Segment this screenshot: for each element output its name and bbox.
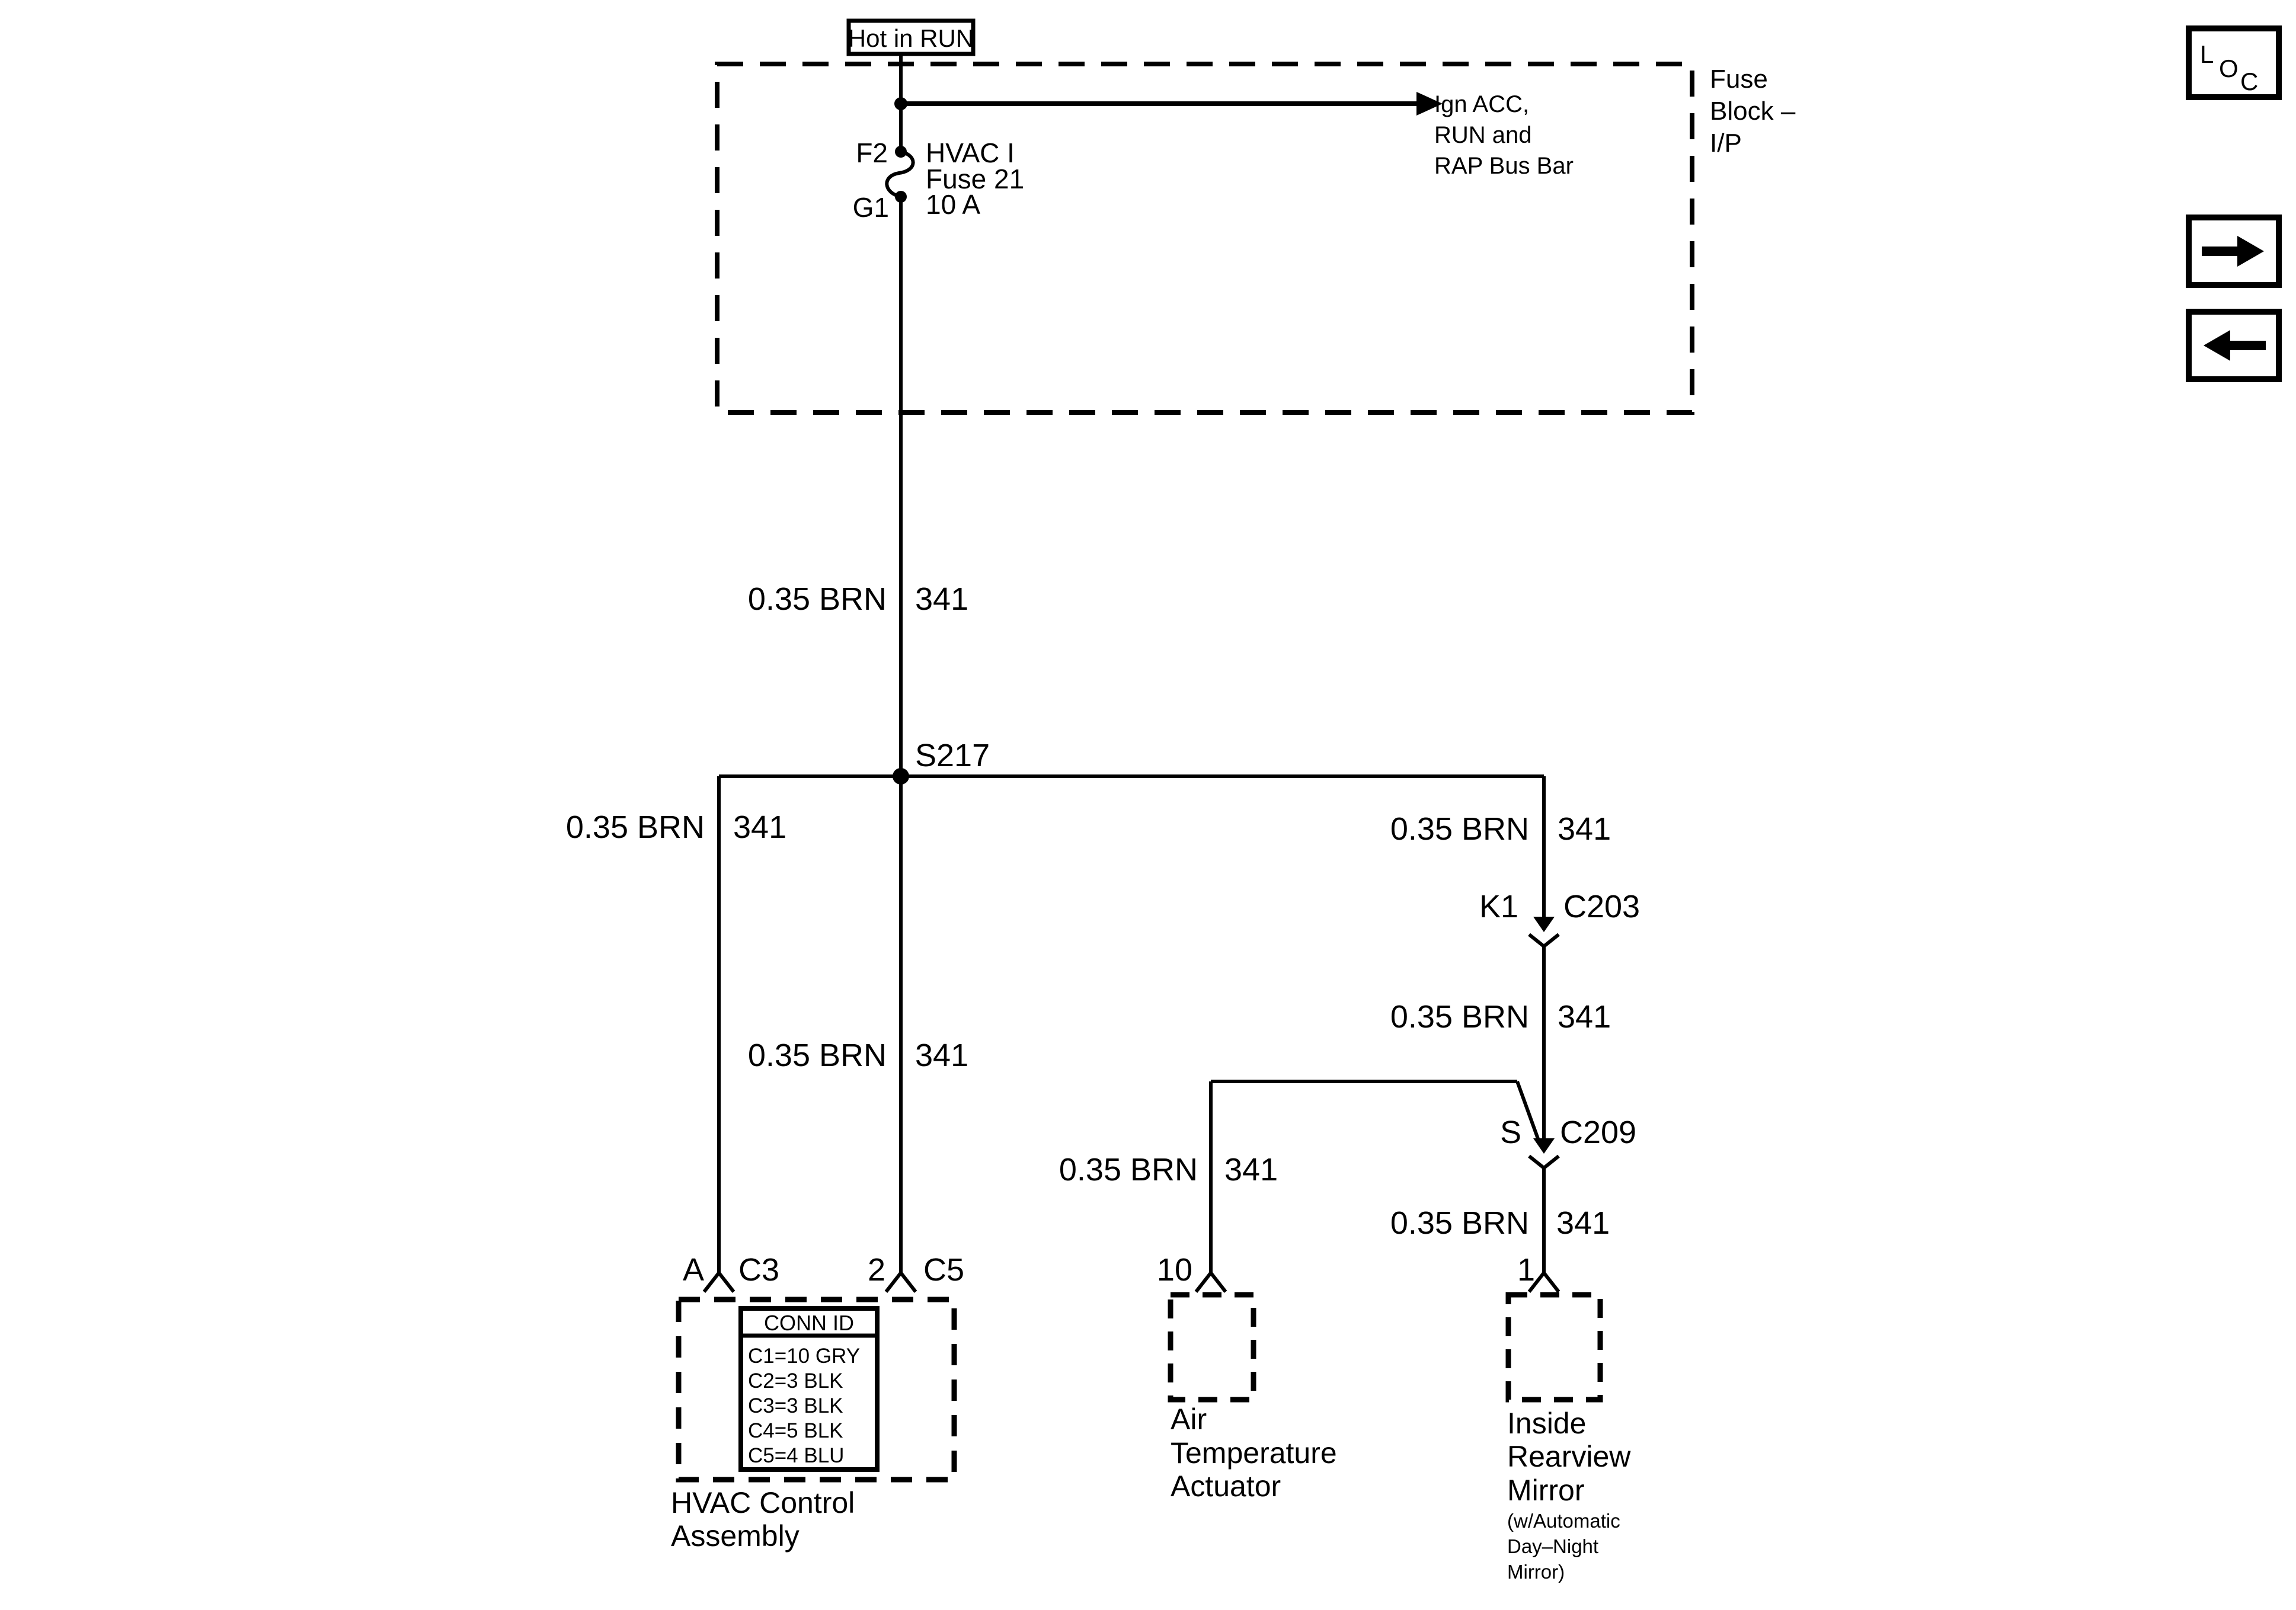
fuse-terminal-f2-label: F2 — [856, 137, 888, 168]
conn-id-row-4: C4=5 BLK — [748, 1419, 843, 1442]
conn-id-row-1: C1=10 GRY — [748, 1345, 860, 1368]
mirror-name-line1: Inside — [1507, 1407, 1586, 1440]
connector-c203-id-label: C203 — [1563, 889, 1640, 924]
connector-c203-terminal-label: K1 — [1479, 889, 1518, 924]
fuse-id-label: Fuse 21 — [926, 164, 1024, 194]
mirror-name-line3: Mirror — [1507, 1474, 1585, 1507]
power-source-label: Hot in RUN — [848, 24, 974, 52]
wire-right-upper-circuit-label: 341 — [1558, 811, 1611, 847]
conn-id-row-3: C3=3 BLK — [748, 1394, 843, 1417]
actuator-dashed-box — [1168, 1292, 1256, 1403]
fuse-name-label: HVAC I — [926, 137, 1015, 168]
previous-page-button[interactable] — [2186, 309, 2282, 382]
previous-page-button-frame[interactable] — [2186, 309, 2282, 382]
wire-mirror-circuit-label: 341 — [1556, 1205, 1610, 1241]
wire-center-circuit-label: 341 — [915, 1038, 968, 1073]
hvac-pin-2-label: 2 — [868, 1252, 885, 1288]
hvac-conn-a-label: C3 — [738, 1252, 779, 1288]
next-page-button[interactable] — [2186, 215, 2282, 288]
wire-right-mid-gauge-label: 0.35 BRN — [1390, 999, 1529, 1035]
connector-c209-arrow-icon — [1533, 1138, 1555, 1154]
pin-fork-mirror-icon — [1527, 1270, 1560, 1293]
conn-id-header: CONN ID — [764, 1311, 854, 1335]
wire-branch-gauge-label: 0.35 BRN — [1059, 1152, 1198, 1188]
fuse-block-dashed-box — [715, 62, 1694, 415]
mirror-pin-label: 1 — [1517, 1252, 1535, 1288]
mirror-dashed-box — [1505, 1292, 1603, 1403]
actuator-name-line3: Actuator — [1171, 1470, 1281, 1503]
mirror-name-line2: Rearview — [1507, 1440, 1631, 1473]
hvac-name-line1: HVAC Control — [671, 1486, 855, 1519]
wire-mirror-gauge-label: 0.35 BRN — [1390, 1205, 1529, 1241]
conn-id-table-box — [738, 1306, 880, 1472]
mirror-sub-line1: (w/Automatic — [1507, 1510, 1620, 1532]
fuse-terminal-g1-label: G1 — [853, 192, 889, 223]
bus-label-line2: RUN and — [1434, 122, 1532, 148]
wire-center-gauge-label: 0.35 BRN — [748, 1038, 887, 1073]
fuse-rating-label: 10 A — [926, 189, 980, 220]
wire-left-gauge-label: 0.35 BRN — [566, 809, 705, 845]
loc-letter-l: L — [2200, 40, 2214, 68]
hvac-conn-2-label: C5 — [923, 1252, 964, 1288]
power-source-box — [846, 18, 976, 56]
connector-c209-id-label: C209 — [1560, 1115, 1636, 1150]
loc-letter-c: C — [2240, 68, 2258, 95]
wire-left-circuit-label: 341 — [733, 809, 786, 845]
actuator-name-line2: Temperature — [1171, 1436, 1337, 1470]
actuator-pin-label: 10 — [1157, 1252, 1192, 1288]
mirror-sub-line2: Day–Night — [1507, 1535, 1598, 1557]
connector-c209-terminal-label: S — [1500, 1115, 1521, 1150]
fuse-element-symbol — [885, 150, 915, 199]
bus-label-line1: Ign ACC, — [1434, 91, 1529, 117]
bus-label-line3: RAP Bus Bar — [1434, 153, 1574, 179]
loc-button-frame[interactable] — [2186, 25, 2282, 100]
fuse-block-title-line2: Block – — [1710, 97, 1796, 126]
wire-right-upper-gauge-label: 0.35 BRN — [1390, 811, 1529, 847]
bus-bar-arrowhead-icon — [1416, 92, 1443, 116]
connector-c203-chevron-icon — [1528, 933, 1560, 949]
wire-branch-circuit-label: 341 — [1224, 1152, 1278, 1188]
pin-fork-actuator-icon — [1194, 1270, 1227, 1293]
fuse-block-title-line3: I/P — [1710, 129, 1742, 158]
pin-fork-hvac-a-icon — [702, 1270, 736, 1293]
loc-button[interactable]: L O C — [2186, 25, 2282, 100]
conn-id-row-5: C5=4 BLU — [748, 1444, 844, 1467]
hvac-pin-a-label: A — [683, 1252, 704, 1288]
mirror-sub-line3: Mirror) — [1507, 1561, 1565, 1583]
actuator-name-line1: Air — [1171, 1403, 1207, 1436]
wire-feed-gauge-label: 0.35 BRN — [748, 581, 887, 617]
wire-feed-circuit-label: 341 — [915, 581, 968, 617]
loc-letter-o: O — [2219, 55, 2239, 82]
wire-branch-diagonal — [1515, 1080, 1542, 1145]
wire-right-mid-circuit-label: 341 — [1558, 999, 1611, 1035]
fuse-block-title-line1: Fuse — [1710, 65, 1768, 94]
pin-fork-hvac-2-icon — [884, 1270, 917, 1293]
splice-s217-label: S217 — [915, 738, 990, 773]
connector-c203-arrow-icon — [1533, 917, 1555, 932]
arrow-right-icon — [2202, 236, 2264, 267]
hvac-component-dashed-box — [676, 1297, 957, 1483]
arrow-left-icon — [2204, 330, 2266, 361]
next-page-button-frame[interactable] — [2186, 215, 2282, 288]
connector-c209-chevron-icon — [1528, 1154, 1560, 1170]
conn-id-row-2: C2=3 BLK — [748, 1369, 843, 1393]
hvac-name-line2: Assembly — [671, 1519, 800, 1553]
